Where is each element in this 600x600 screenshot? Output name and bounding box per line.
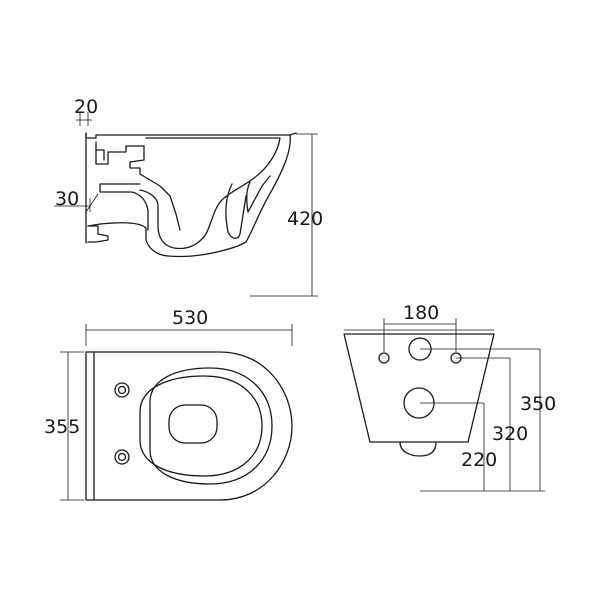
dim-30-line bbox=[54, 193, 99, 213]
side-view-rib-2 bbox=[246, 175, 271, 213]
top-view-drain bbox=[168, 404, 218, 444]
dim-530-label: 530 bbox=[172, 307, 208, 329]
side-view-rim bbox=[85, 132, 297, 139]
top-view-inner-bowl bbox=[139, 375, 263, 477]
side-view-outer-body bbox=[87, 134, 291, 258]
top-view-mount-hole-upper bbox=[114, 382, 130, 398]
dim-350-label: 350 bbox=[520, 393, 556, 415]
rear-view-bolt-hole-left bbox=[378, 352, 390, 364]
side-view-inlet-inner bbox=[95, 149, 105, 161]
top-view-back-plate bbox=[85, 351, 95, 501]
top-view-outer-shell bbox=[93, 351, 293, 501]
rear-view: 180 350 320 220 bbox=[343, 302, 556, 492]
dim-320-label: 320 bbox=[492, 423, 528, 445]
dim-420-label: 420 bbox=[287, 208, 323, 230]
side-view-inlet-block bbox=[95, 141, 181, 231]
dim-220-label: 220 bbox=[461, 449, 497, 471]
top-view-mount-hole-upper-inner bbox=[117, 385, 127, 395]
dim-20-label: 20 bbox=[74, 96, 98, 118]
dim-180-line bbox=[383, 318, 457, 352]
rear-view-ref-lines bbox=[420, 348, 540, 404]
top-view-mount-hole-lower-inner bbox=[117, 452, 127, 462]
top-view-mount-hole-lower bbox=[114, 449, 130, 465]
dim-420-line bbox=[250, 133, 318, 297]
dim-355-label: 355 bbox=[44, 416, 80, 438]
dim-20-line bbox=[76, 112, 92, 126]
dim-180-label: 180 bbox=[403, 302, 439, 324]
side-view-outlet bbox=[87, 225, 109, 243]
rear-view-body bbox=[343, 333, 495, 443]
top-view: 530 355 bbox=[44, 307, 293, 501]
side-view-inner-bowl bbox=[139, 137, 281, 250]
side-view: 20 30 420 bbox=[54, 96, 323, 297]
side-view-trap-cutout bbox=[99, 183, 149, 231]
side-view-rib-1 bbox=[225, 183, 247, 239]
dim-355-line bbox=[60, 351, 84, 501]
dim-30-label: 30 bbox=[55, 188, 79, 210]
dim-530-line bbox=[85, 324, 293, 346]
rear-view-spigot bbox=[399, 441, 437, 457]
top-view-seat-ring bbox=[149, 367, 273, 485]
